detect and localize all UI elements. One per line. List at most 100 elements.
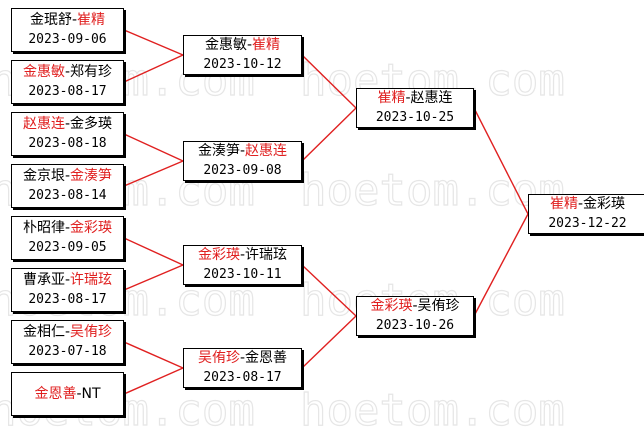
bracket-connector-line [301,315,357,369]
bracket-connector-line [123,367,184,395]
match-date: 2023-08-17 [28,292,107,307]
match-players: 金惠敏-郑有珍 [23,62,112,82]
player-name: 赵惠连 [245,143,288,159]
bracket-connector-line [123,264,184,291]
player-name: 金恩善 [245,350,288,366]
bracket-connector-line [301,264,357,317]
match-players: 金珉舒-崔精 [30,10,105,30]
match-box: 金彩瑛-吴侑珍 2023-10-26 [356,296,474,336]
separator: - [246,37,253,53]
player-name: 金湊笋 [70,168,113,184]
match-date: 2023-08-14 [28,188,107,203]
separator: - [239,143,246,159]
player-name: 郑有珍 [70,64,113,80]
player-name: 金多瑛 [70,116,113,132]
match-date: 2023-08-17 [28,84,107,99]
match-date: 2023-09-08 [203,163,282,178]
match-box: 金京垠-金湊笋 2023-08-14 [11,164,124,208]
bracket-connector-line [123,54,184,83]
player-name: 吴侑珍 [70,324,113,340]
player-name: 曹承亚 [22,272,65,288]
bracket-connector-line [123,29,184,56]
bracket-connector-line [123,237,184,266]
bracket-connector-line [123,160,184,187]
match-players: 金湊笋-赵惠连 [198,141,287,161]
player-name: 金彩瑛 [197,247,240,263]
match-box: 金惠敏-崔精 2023-10-12 [183,35,302,75]
match-players: 金相仁-吴侑珍 [23,322,112,342]
match-box: 朴昭律-金彩瑛 2023-09-05 [11,216,124,260]
separator: - [64,64,71,80]
player-name: 崔精 [549,196,578,212]
match-box: 金恩善-NT [11,372,124,416]
match-date: 2023-08-17 [203,370,282,385]
player-name: 金彩瑛 [70,220,113,236]
separator: - [64,116,71,132]
match-date: 2023-09-06 [28,32,107,47]
match-box: 赵惠连-金多瑛 2023-08-18 [11,112,124,156]
player-name: 金惠敏 [22,64,65,80]
match-date: 2023-12-22 [548,216,627,231]
separator: - [577,196,584,212]
player-name: 朴昭律 [22,220,65,236]
match-players: 崔精-赵惠连 [377,88,452,108]
match-box: 金相仁-吴侑珍 2023-07-18 [11,320,124,364]
separator: - [64,324,71,340]
player-name: 金彩瑛 [583,196,626,212]
player-name: NT [81,386,101,402]
separator: - [64,168,71,184]
separator: - [76,386,82,402]
match-box: 崔精-赵惠连 2023-10-25 [356,88,474,128]
bracket-connector-line [123,133,184,162]
player-name: 许瑞玹 [245,247,288,263]
match-date: 2023-09-05 [28,240,107,255]
match-box: 吴侑珍-金恩善 2023-08-17 [183,348,302,388]
match-box: 金湊笋-赵惠连 2023-09-08 [183,141,302,181]
player-name: 吴侑珍 [417,298,460,314]
player-name: 金京垠 [22,168,65,184]
match-date: 2023-08-18 [28,136,107,151]
player-name: 金珉舒 [29,12,72,28]
bracket-connector-line [473,213,529,317]
match-players: 金恩善-NT [34,384,100,404]
match-date: 2023-10-12 [203,57,282,72]
match-players: 崔精-金彩瑛 [550,194,625,214]
bracket-connector-line [301,107,357,162]
separator: - [239,350,246,366]
match-date: 2023-10-11 [203,267,282,282]
match-box: 金彩瑛-许瑞玹 2023-10-11 [183,245,302,285]
match-date: 2023-10-26 [375,318,455,333]
bracket-connector-line [473,107,529,215]
match-players: 金惠敏-崔精 [205,35,280,55]
separator: - [405,90,411,106]
player-name: 金相仁 [22,324,65,340]
match-box: 金珉舒-崔精 2023-09-06 [11,8,124,52]
player-name: 崔精 [77,12,106,28]
player-name: 金恩善 [34,386,77,402]
player-name: 赵惠连 [410,90,453,106]
player-name: 赵惠连 [22,116,65,132]
match-date: 2023-10-25 [375,110,455,125]
player-name: 许瑞玹 [70,272,113,288]
match-players: 金彩瑛-吴侑珍 [370,296,459,316]
match-players: 吴侑珍-金恩善 [198,348,287,368]
match-box: 曹承亚-许瑞玹 2023-08-17 [11,268,124,312]
player-name: 金惠敏 [204,37,247,53]
bracket-connector-line [123,341,184,369]
match-players: 赵惠连-金多瑛 [23,114,112,134]
player-name: 崔精 [252,37,281,53]
match-date: 2023-07-18 [28,344,107,359]
separator: - [71,12,78,28]
separator: - [64,220,71,236]
match-box: 崔精-金彩瑛 2023-12-22 [528,194,644,234]
player-name: 吴侑珍 [197,350,240,366]
player-name: 崔精 [377,90,406,106]
separator: - [239,247,246,263]
match-players: 金京垠-金湊笋 [23,166,112,186]
player-name: 金彩瑛 [370,298,413,314]
match-players: 金彩瑛-许瑞玹 [198,245,287,265]
match-players: 曹承亚-许瑞玹 [23,270,112,290]
match-players: 朴昭律-金彩瑛 [23,218,112,238]
separator: - [64,272,71,288]
